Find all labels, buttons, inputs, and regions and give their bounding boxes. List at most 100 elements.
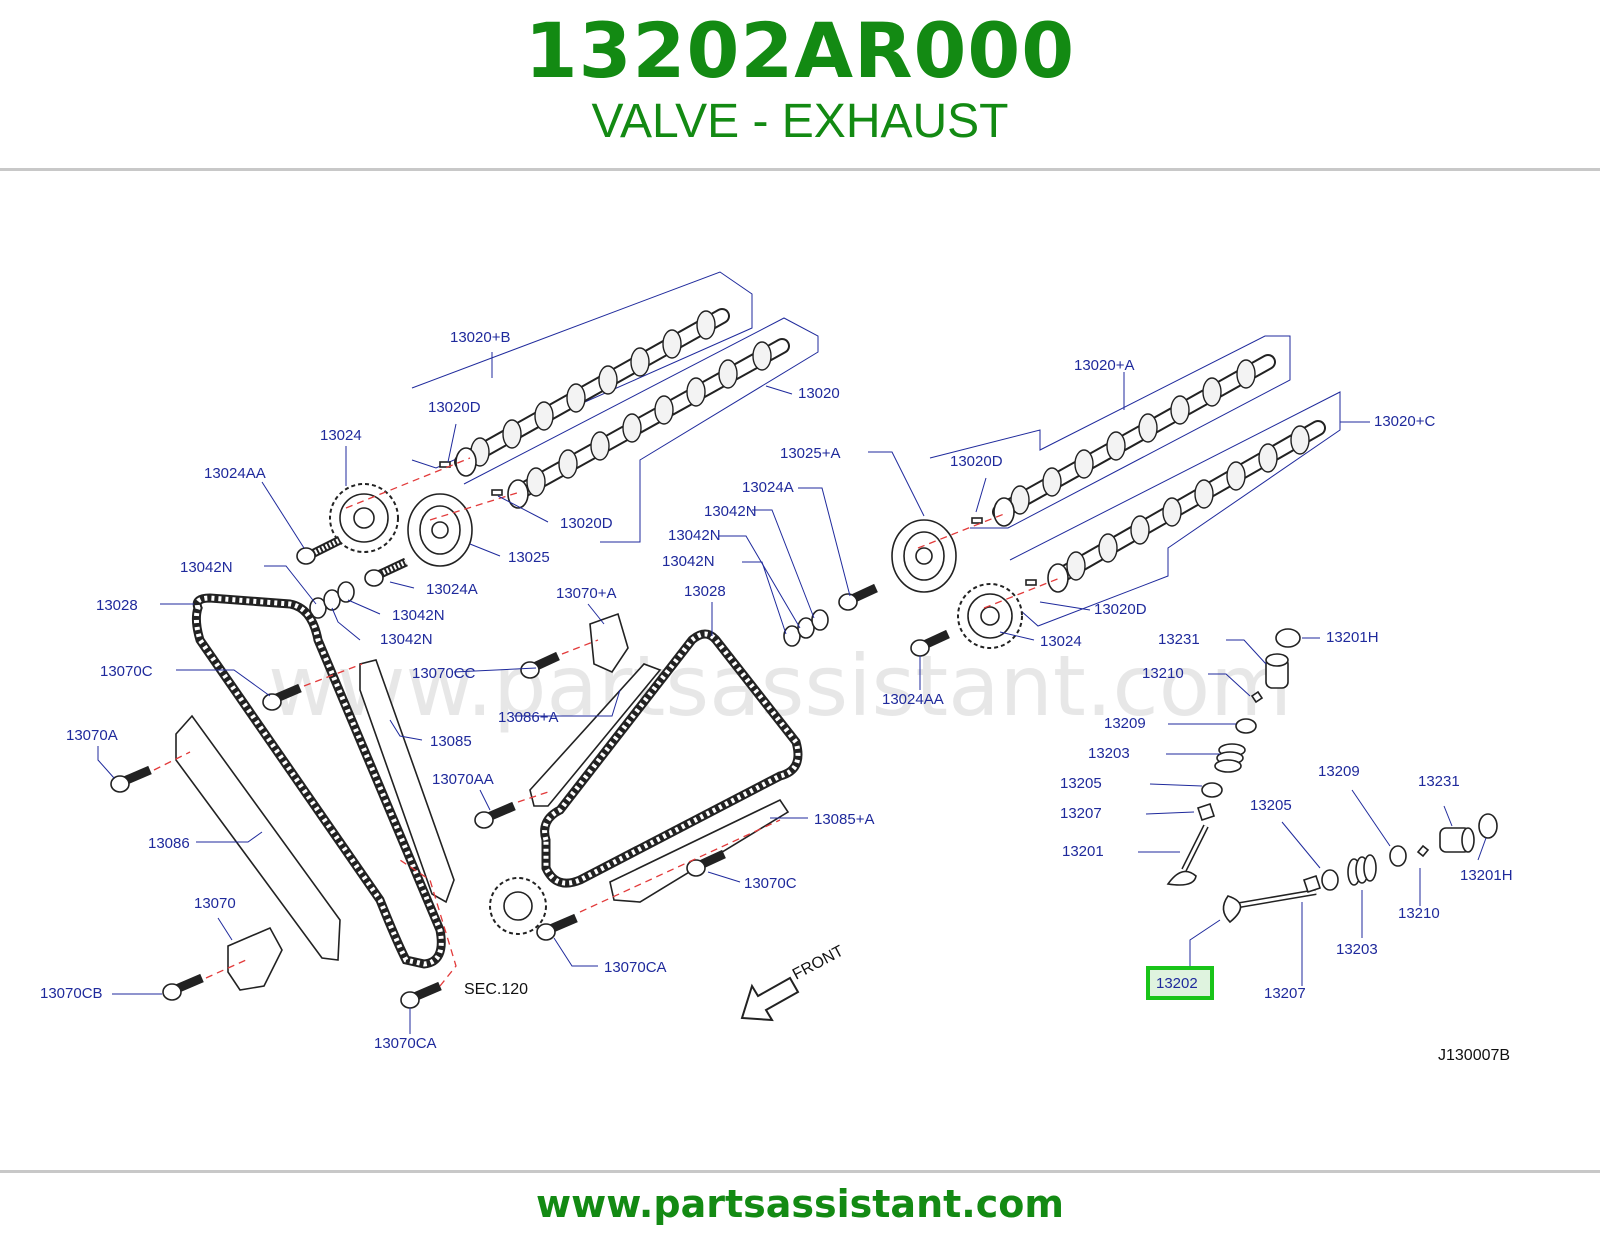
cam-sprocket-13024-right xyxy=(957,583,1023,649)
valve-spring-13203 xyxy=(1347,854,1377,886)
callout-13210[interactable]: 13210 xyxy=(1142,665,1184,682)
timing-chain-13028-left xyxy=(191,593,446,969)
callout-13020d[interactable]: 13020D xyxy=(428,399,481,416)
camshaft-outline-13020b xyxy=(411,271,753,469)
dowel-pin xyxy=(491,489,503,496)
bolt-13070a xyxy=(110,765,152,793)
callout-13086[interactable]: 13086 xyxy=(148,835,190,852)
callout-13207[interactable]: 13207 xyxy=(1060,805,1102,822)
callout-13042n[interactable]: 13042N xyxy=(704,503,757,520)
bolt-13024a-left xyxy=(364,557,408,587)
callout-13042n[interactable]: 13042N xyxy=(392,607,445,624)
camshaft-outline-13020c xyxy=(1009,391,1341,627)
callout-13025[interactable]: 13025 xyxy=(508,549,550,566)
variable-timing-sprocket-13025-left xyxy=(407,493,473,567)
callout-13070aa[interactable]: 13070AA xyxy=(432,771,494,788)
callout-13020a[interactable]: 13020+A xyxy=(1074,357,1134,374)
callout-13231[interactable]: 13231 xyxy=(1158,631,1200,648)
chain-tensioner-13070a xyxy=(589,612,629,674)
camshaft-exhaust-left xyxy=(507,338,790,509)
callout-13070[interactable]: 13070 xyxy=(194,895,236,912)
sec-reference-label: SEC.120 xyxy=(464,981,528,998)
footer-url[interactable]: www.partsassistant.com xyxy=(536,1182,1064,1226)
variable-timing-sprocket-13025a-right xyxy=(891,519,957,593)
bolt-13070c-right xyxy=(686,849,726,877)
callout-13070c[interactable]: 13070C xyxy=(744,875,797,892)
exhaust-valve-13202 xyxy=(1222,889,1317,924)
callout-13203[interactable]: 13203 xyxy=(1088,745,1130,762)
callout-13028[interactable]: 13028 xyxy=(684,583,726,600)
callout-13086a[interactable]: 13086+A xyxy=(498,709,558,726)
valve-lifter-13231 xyxy=(1265,653,1289,689)
callout-13085[interactable]: 13085 xyxy=(430,733,472,750)
callout-13070ca[interactable]: 13070CA xyxy=(374,1035,437,1052)
callout-13042n[interactable]: 13042N xyxy=(180,559,233,576)
callout-13024a[interactable]: 13024A xyxy=(742,479,794,496)
callout-13024[interactable]: 13024 xyxy=(320,427,362,444)
callout-13085a[interactable]: 13085+A xyxy=(814,811,874,828)
callout-13070cc[interactable]: 13070CC xyxy=(412,665,476,682)
highlighted-part-box[interactable] xyxy=(1146,966,1214,1000)
bolt-13070cb xyxy=(162,973,204,1001)
callout-13020c[interactable]: 13020+C xyxy=(1374,413,1435,430)
spring-retainer-13209 xyxy=(1389,845,1407,867)
callout-13024a[interactable]: 13024A xyxy=(426,581,478,598)
callout-13020b[interactable]: 13020+B xyxy=(450,329,510,346)
callout-13201h[interactable]: 13201H xyxy=(1460,867,1513,884)
o-ring-13042n xyxy=(811,609,829,631)
callout-13203[interactable]: 13203 xyxy=(1336,941,1378,958)
spring-retainer-13209 xyxy=(1235,718,1257,734)
callout-13070ca[interactable]: 13070CA xyxy=(604,959,667,976)
callout-13209[interactable]: 13209 xyxy=(1104,715,1146,732)
front-direction-arrow xyxy=(740,976,800,1022)
header-divider xyxy=(0,168,1600,171)
callout-13070a-plus[interactable]: 13070+A xyxy=(556,585,616,602)
chain-guide-13085 xyxy=(359,659,455,904)
o-ring-13042n xyxy=(797,617,815,639)
callout-13020d[interactable]: 13020D xyxy=(1094,601,1147,618)
camshaft-intake-right xyxy=(992,354,1276,527)
callout-13207[interactable]: 13207 xyxy=(1264,985,1306,1002)
part-description: VALVE - EXHAUST xyxy=(591,95,1009,148)
chain-guide-13086 xyxy=(175,714,341,961)
callout-13210[interactable]: 13210 xyxy=(1398,905,1440,922)
callout-13024aa[interactable]: 13024AA xyxy=(882,691,944,708)
o-ring-13042n xyxy=(309,597,327,619)
callout-13070cb[interactable]: 13070CB xyxy=(40,985,103,1002)
callout-13024aa[interactable]: 13024AA xyxy=(204,465,266,482)
bolt-13024aa-left xyxy=(296,535,343,565)
callout-13209[interactable]: 13209 xyxy=(1318,763,1360,780)
intake-valve-13201 xyxy=(1166,824,1209,886)
callout-13042n[interactable]: 13042N xyxy=(380,631,433,648)
callout-13201h[interactable]: 13201H xyxy=(1326,629,1379,646)
callout-13042n[interactable]: 13042N xyxy=(668,527,721,544)
crank-sprocket-sec120 xyxy=(489,877,547,935)
callout-13042n[interactable]: 13042N xyxy=(662,553,715,570)
callout-13205[interactable]: 13205 xyxy=(1250,797,1292,814)
camshaft-outline-13020 xyxy=(463,317,819,543)
callout-13202-highlighted[interactable]: 13202 xyxy=(1156,975,1198,992)
dowel-pin xyxy=(439,461,451,468)
callout-13028[interactable]: 13028 xyxy=(96,597,138,614)
callout-13070c[interactable]: 13070C xyxy=(100,663,153,680)
page-header: 13202AR000 VALVE - EXHAUST xyxy=(0,0,1600,168)
valve-spring-13203 xyxy=(1214,743,1246,773)
bolt-13024aa-right xyxy=(910,629,950,657)
diagram-code: J130007B xyxy=(1438,1047,1510,1064)
callout-13070a[interactable]: 13070A xyxy=(66,727,118,744)
dowel-pin xyxy=(971,517,983,524)
callout-13201[interactable]: 13201 xyxy=(1062,843,1104,860)
callout-13231[interactable]: 13231 xyxy=(1418,773,1460,790)
callout-13020[interactable]: 13020 xyxy=(798,385,840,402)
callout-13025a[interactable]: 13025+A xyxy=(780,445,840,462)
valve-seal-13207 xyxy=(1302,874,1322,894)
chain-tensioner-13070 xyxy=(227,926,283,991)
timing-chain-13028-right xyxy=(540,629,803,888)
callout-13205[interactable]: 13205 xyxy=(1060,775,1102,792)
callout-13020d[interactable]: 13020D xyxy=(560,515,613,532)
callout-13020d[interactable]: 13020D xyxy=(950,453,1003,470)
valve-shim-13201h xyxy=(1275,628,1301,648)
callout-13024[interactable]: 13024 xyxy=(1040,633,1082,650)
valve-seal-13207 xyxy=(1196,802,1216,822)
